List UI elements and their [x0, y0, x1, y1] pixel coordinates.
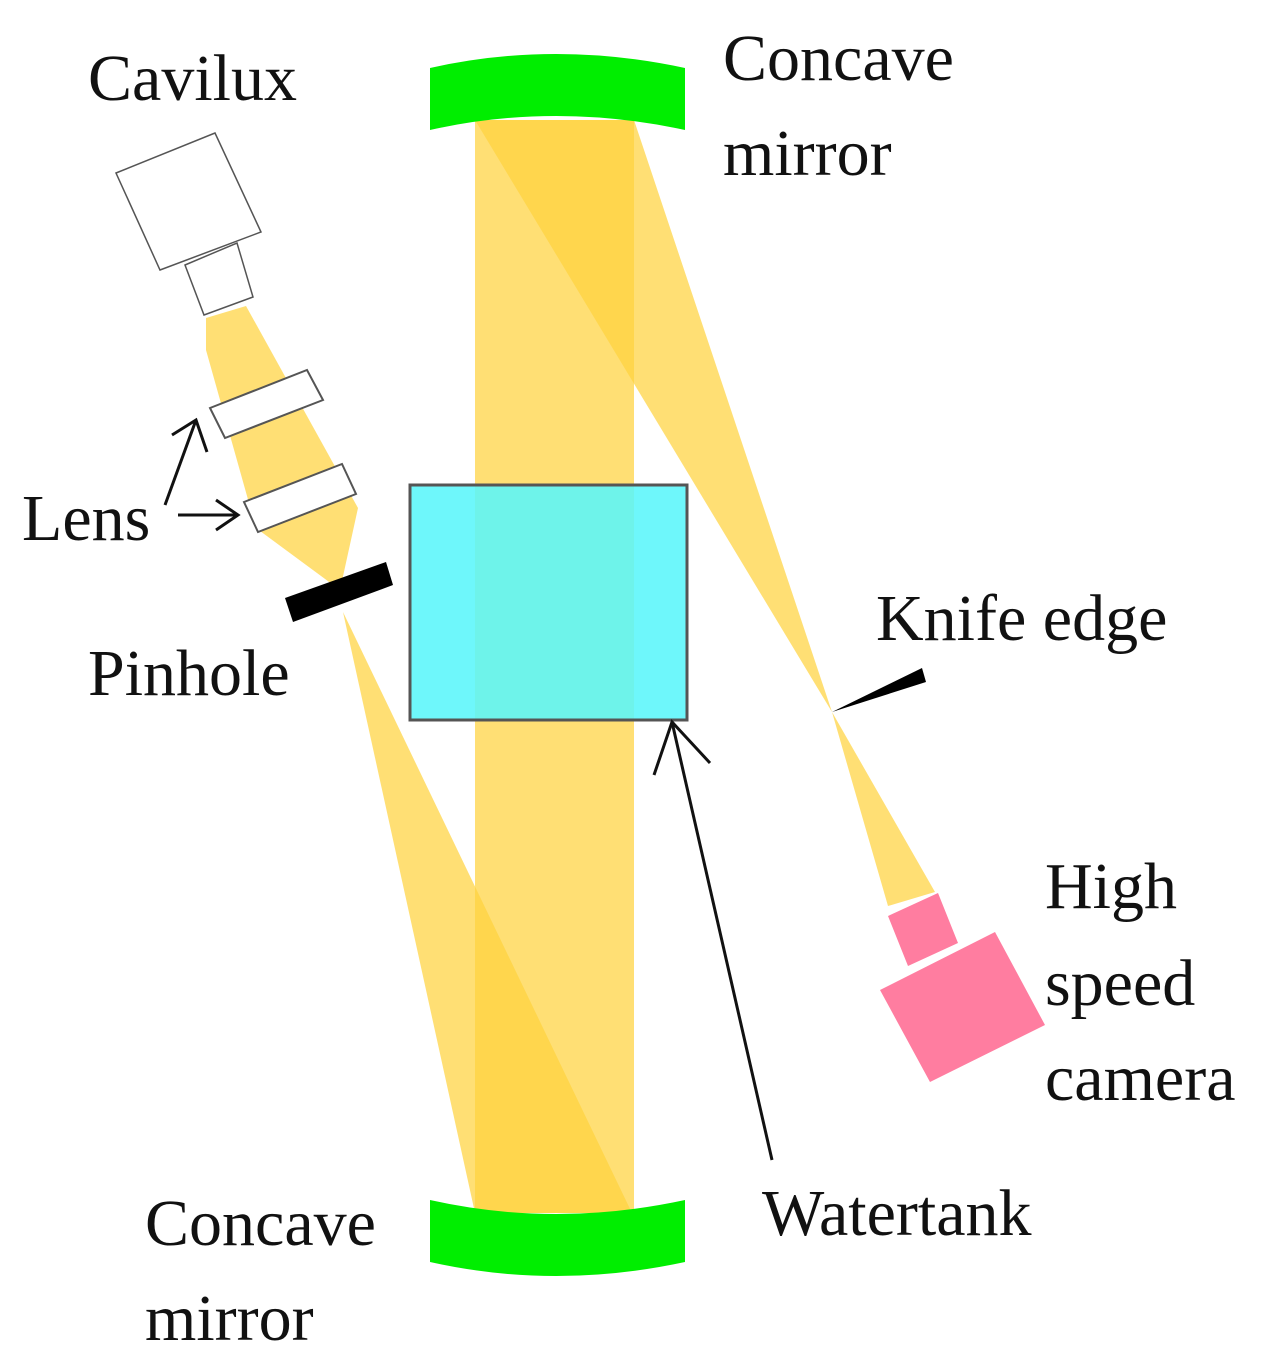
lens-upper	[208, 368, 325, 440]
knife-edge	[832, 668, 926, 712]
lenses	[208, 368, 358, 534]
concave-mirror-top	[430, 54, 685, 130]
label-concave-mirror-top-2: mirror	[723, 117, 892, 190]
label-high-speed-camera-3: camera	[1045, 1042, 1236, 1115]
beam-to-camera	[832, 712, 935, 906]
lens-lower	[242, 462, 358, 534]
lens-upper-arrow	[163, 419, 198, 506]
camera-body	[880, 932, 1045, 1082]
camera-lens-part	[888, 893, 958, 966]
watertank-arrow	[670, 721, 774, 1161]
concave-mirror-bottom	[430, 1200, 685, 1276]
label-high-speed-camera-1: High	[1045, 850, 1177, 923]
label-lens: Lens	[22, 482, 150, 555]
labels: Cavilux Lens Pinhole Concave mirror Knif…	[22, 22, 1236, 1355]
label-knife-edge: Knife edge	[876, 582, 1167, 655]
label-concave-mirror-bottom-1: Concave	[145, 1187, 376, 1260]
cavilux-body	[114, 132, 263, 271]
label-concave-mirror-bottom-2: mirror	[145, 1282, 314, 1355]
lens-upper-arrowhead	[171, 417, 209, 453]
pinhole	[285, 562, 393, 622]
converging-beam-to-knife-edge	[475, 120, 832, 712]
watertank	[408, 483, 689, 722]
cavilux-nozzle	[184, 241, 254, 316]
label-high-speed-camera-2: speed	[1045, 947, 1195, 1020]
watertank-arrowhead	[652, 719, 712, 776]
label-watertank: Watertank	[762, 1177, 1032, 1250]
cavilux-lamp	[114, 132, 263, 316]
label-cavilux: Cavilux	[88, 42, 297, 115]
label-concave-mirror-top-1: Concave	[723, 22, 954, 95]
high-speed-camera	[880, 893, 1045, 1082]
source-light-cone	[206, 306, 358, 590]
lens-lower-arrowhead	[215, 498, 241, 532]
label-pinhole: Pinhole	[88, 637, 290, 710]
pointer-arrows	[163, 417, 774, 1161]
